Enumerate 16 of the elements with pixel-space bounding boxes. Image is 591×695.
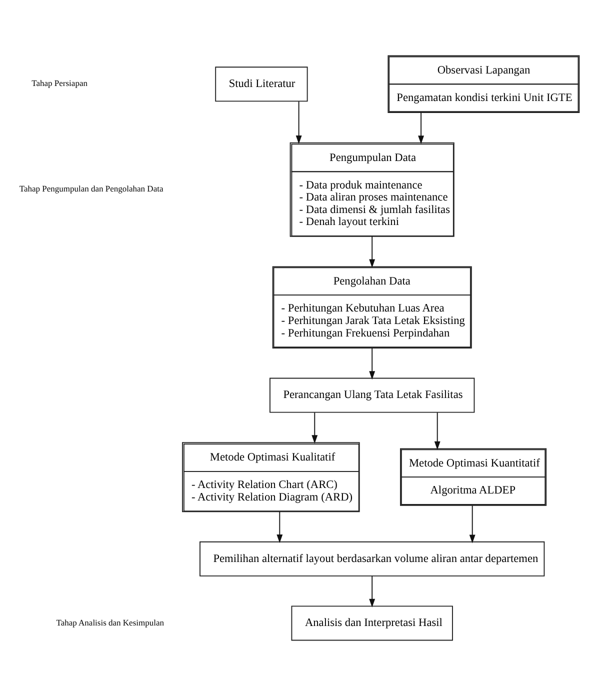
node-box: Analisis dan Interpretasi Hasil — [291, 605, 453, 640]
arrow — [434, 412, 440, 450]
label: Tahap Analisis dan Kesimpulan — [56, 616, 164, 627]
arrow — [369, 347, 376, 380]
node-box: Perancangan Ulang Tata Letak Fasilitas — [270, 377, 475, 412]
arrow — [276, 510, 283, 542]
node-box: Studi Literatur — [215, 66, 308, 102]
node-box: Pemilihan alternatif layout berdasarkan volume aliran antar departemen — [200, 540, 545, 576]
arrow — [296, 100, 302, 144]
arrow — [369, 575, 376, 607]
label: Tahap Pengumpulan dan Pengolahan Data — [19, 183, 164, 194]
label: Tahap Persiapan — [32, 78, 88, 88]
arrow — [312, 412, 318, 444]
arrow — [469, 504, 476, 543]
arrow — [418, 112, 424, 144]
arrow — [369, 236, 376, 268]
